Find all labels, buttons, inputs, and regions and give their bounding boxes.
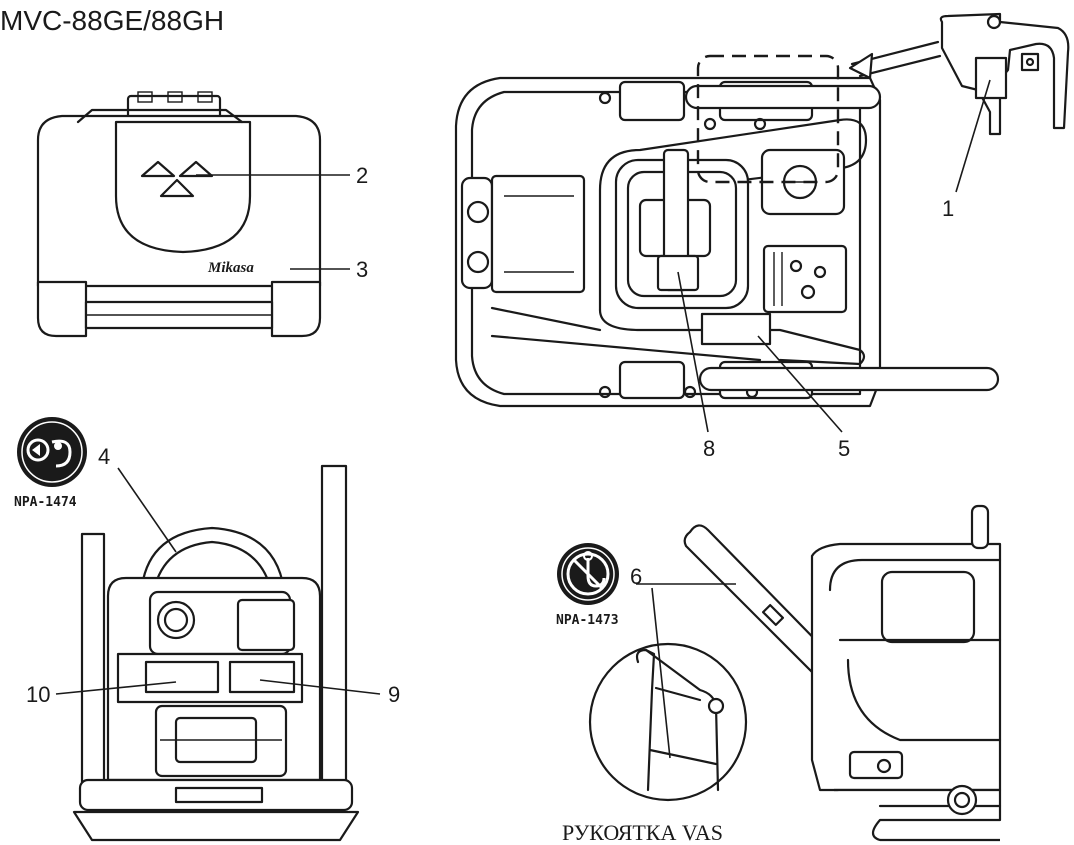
callout-5: 5 [838, 436, 850, 461]
vas-handle-caption: РУКОЯТКА VAS [562, 820, 723, 845]
plan-view [454, 40, 1000, 408]
callout-10: 10 [26, 682, 50, 707]
zoom-region [696, 54, 840, 184]
callout-8: 8 [703, 436, 715, 461]
front-view [55, 464, 381, 842]
npa-1473-code: NPA-1473 [556, 613, 619, 628]
npa-1474-badge [17, 417, 87, 487]
callout-9: 9 [388, 682, 400, 707]
top-cover-view: Mikasa [36, 91, 350, 338]
brand-logo: Mikasa [207, 260, 254, 276]
callout-4: 4 [98, 444, 110, 469]
lifting-point-icon [26, 438, 72, 468]
npa-1474-code: NPA-1474 [14, 495, 77, 510]
callout-3: 3 [356, 257, 368, 282]
npa-1473-badge [557, 543, 619, 605]
bracket-detail [939, 12, 1070, 193]
callout-6: 6 [630, 564, 642, 589]
triangle-logo [140, 160, 214, 198]
no-hook-lifting-icon [566, 551, 610, 596]
callout-1: 1 [942, 196, 954, 221]
diagram-title: MVC-88GE/88GH [0, 5, 224, 36]
side-view [588, 504, 1002, 842]
callout-2: 2 [356, 163, 368, 188]
